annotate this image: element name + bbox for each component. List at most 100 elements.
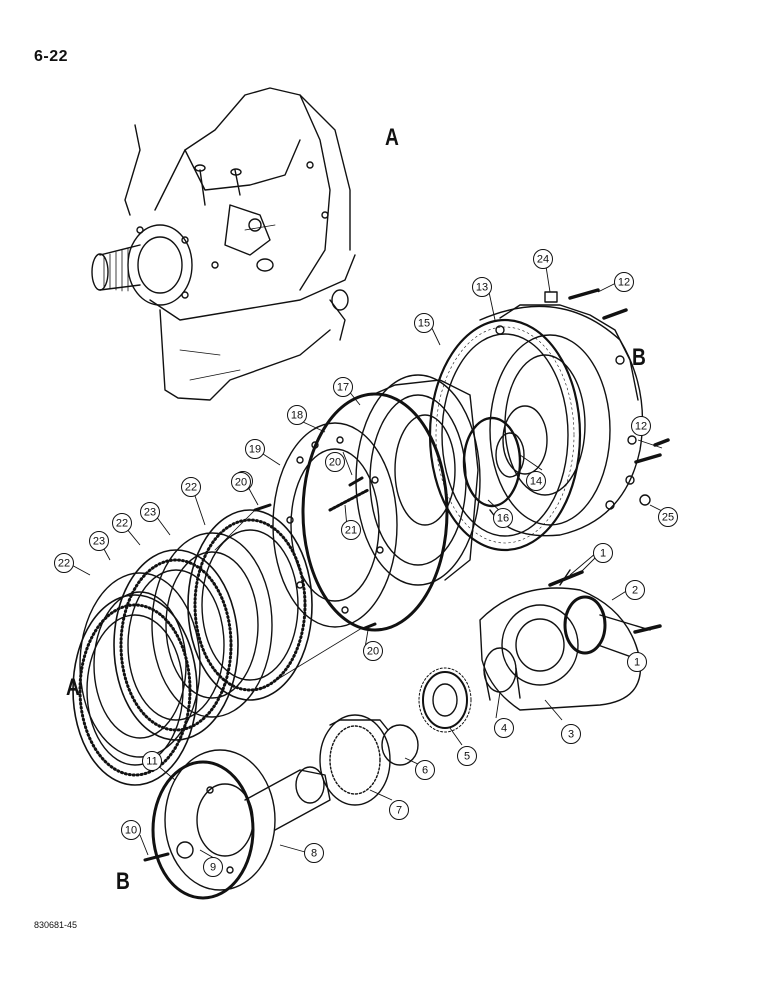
callout-circle	[363, 641, 383, 661]
callout-1: 1	[593, 543, 613, 563]
pin-20	[348, 476, 364, 487]
callout-number: 19	[249, 444, 261, 456]
o-ring-14	[462, 416, 522, 508]
callout-number: 25	[662, 512, 674, 524]
callout-number: 5	[464, 751, 470, 763]
plug-25	[639, 494, 651, 506]
piston-plate-19	[272, 422, 398, 628]
callout-circle	[561, 724, 581, 744]
callout-circle	[493, 508, 513, 528]
callout-number: 8	[311, 848, 317, 860]
callout-number: 22	[185, 482, 197, 494]
callout-23: 23	[140, 502, 160, 522]
callout-circle	[625, 580, 645, 600]
pin-20b	[253, 503, 272, 512]
callout-circle	[414, 313, 434, 333]
clutch-pack	[72, 509, 313, 786]
pin-20c	[363, 622, 377, 630]
callout-20: 20	[363, 641, 383, 661]
callout-circle	[325, 452, 345, 472]
callout-number: 22	[116, 518, 128, 530]
bolts-12	[568, 288, 670, 464]
callout-circle	[181, 477, 201, 497]
o-ring-11	[151, 760, 255, 900]
gear-5	[418, 667, 472, 733]
callout-5: 5	[457, 746, 477, 766]
callout-6: 6	[415, 760, 435, 780]
bolts-1	[548, 570, 662, 634]
callout-number: 12	[618, 277, 630, 289]
view-label-b-bottom: B	[116, 868, 130, 895]
callout-circle	[54, 553, 74, 573]
callout-circle	[627, 652, 647, 672]
figure-code: 830681-45	[34, 920, 78, 930]
spring-21	[328, 488, 370, 512]
callout-circle	[341, 520, 361, 540]
callout-circle	[245, 439, 265, 459]
callout-number: 21	[345, 525, 357, 537]
callout-4: 4	[494, 718, 514, 738]
callout-20: 20	[231, 472, 251, 492]
callout-3: 3	[561, 724, 581, 744]
stator-support-8	[164, 749, 331, 891]
callout-20: 20	[325, 452, 345, 472]
callout-number: 14	[530, 476, 542, 488]
callout-circle	[112, 513, 132, 533]
callout-1: 1	[627, 652, 647, 672]
callout-25: 25	[658, 507, 678, 527]
callout-number: 1	[634, 657, 640, 669]
ring-gear-7	[319, 714, 391, 806]
callout-14: 14	[526, 471, 546, 491]
callout-number: 13	[476, 282, 488, 294]
callout-circle	[593, 543, 613, 563]
callout-number: 6	[422, 765, 428, 777]
callout-number: 22	[58, 558, 70, 570]
callout-number: 20	[329, 457, 341, 469]
callout-circle	[89, 531, 109, 551]
callout-circle	[304, 843, 324, 863]
callout-circle	[533, 249, 553, 269]
bushing-6	[381, 724, 419, 766]
callout-circle	[658, 507, 678, 527]
callout-number: 16	[497, 513, 509, 525]
callout-number: 18	[291, 410, 303, 422]
callout-12: 12	[614, 272, 634, 292]
callout-number: 7	[396, 805, 402, 817]
callout-number: 20	[367, 646, 379, 658]
hub-14	[495, 432, 525, 478]
callout-number: 1	[600, 548, 606, 560]
callout-number: 24	[537, 254, 549, 266]
callout-number: 3	[568, 729, 574, 741]
callout-16: 16	[493, 508, 513, 528]
callout-23: 23	[89, 531, 109, 551]
callout-22: 22	[181, 477, 201, 497]
plug-24	[544, 291, 558, 303]
callout-circle	[389, 800, 409, 820]
callout-circle	[614, 272, 634, 292]
callout-circle	[140, 502, 160, 522]
callout-8: 8	[304, 843, 324, 863]
callout-24: 24	[533, 249, 553, 269]
callout-17: 17	[333, 377, 353, 397]
callout-number: 20	[235, 477, 247, 489]
callout-circle	[526, 471, 546, 491]
callout-circle	[142, 751, 162, 771]
callout-2: 2	[625, 580, 645, 600]
callout-circle	[203, 857, 223, 877]
callout-18: 18	[287, 405, 307, 425]
callout-13: 13	[472, 277, 492, 297]
callout-circle	[121, 820, 141, 840]
callout-circle	[457, 746, 477, 766]
callout-circle	[494, 718, 514, 738]
screw-10	[143, 852, 170, 862]
view-label-b-right: B	[632, 344, 646, 371]
callout-number: 11	[146, 756, 157, 768]
callout-22: 22	[112, 513, 132, 533]
callout-11: 11	[142, 751, 162, 771]
callout-number: 9	[210, 862, 216, 874]
callout-19: 19	[245, 439, 265, 459]
seal-ring-18	[301, 392, 449, 632]
callout-21: 21	[341, 520, 361, 540]
callout-layer: 1123456789101112121314151617181920202020…	[54, 249, 678, 877]
